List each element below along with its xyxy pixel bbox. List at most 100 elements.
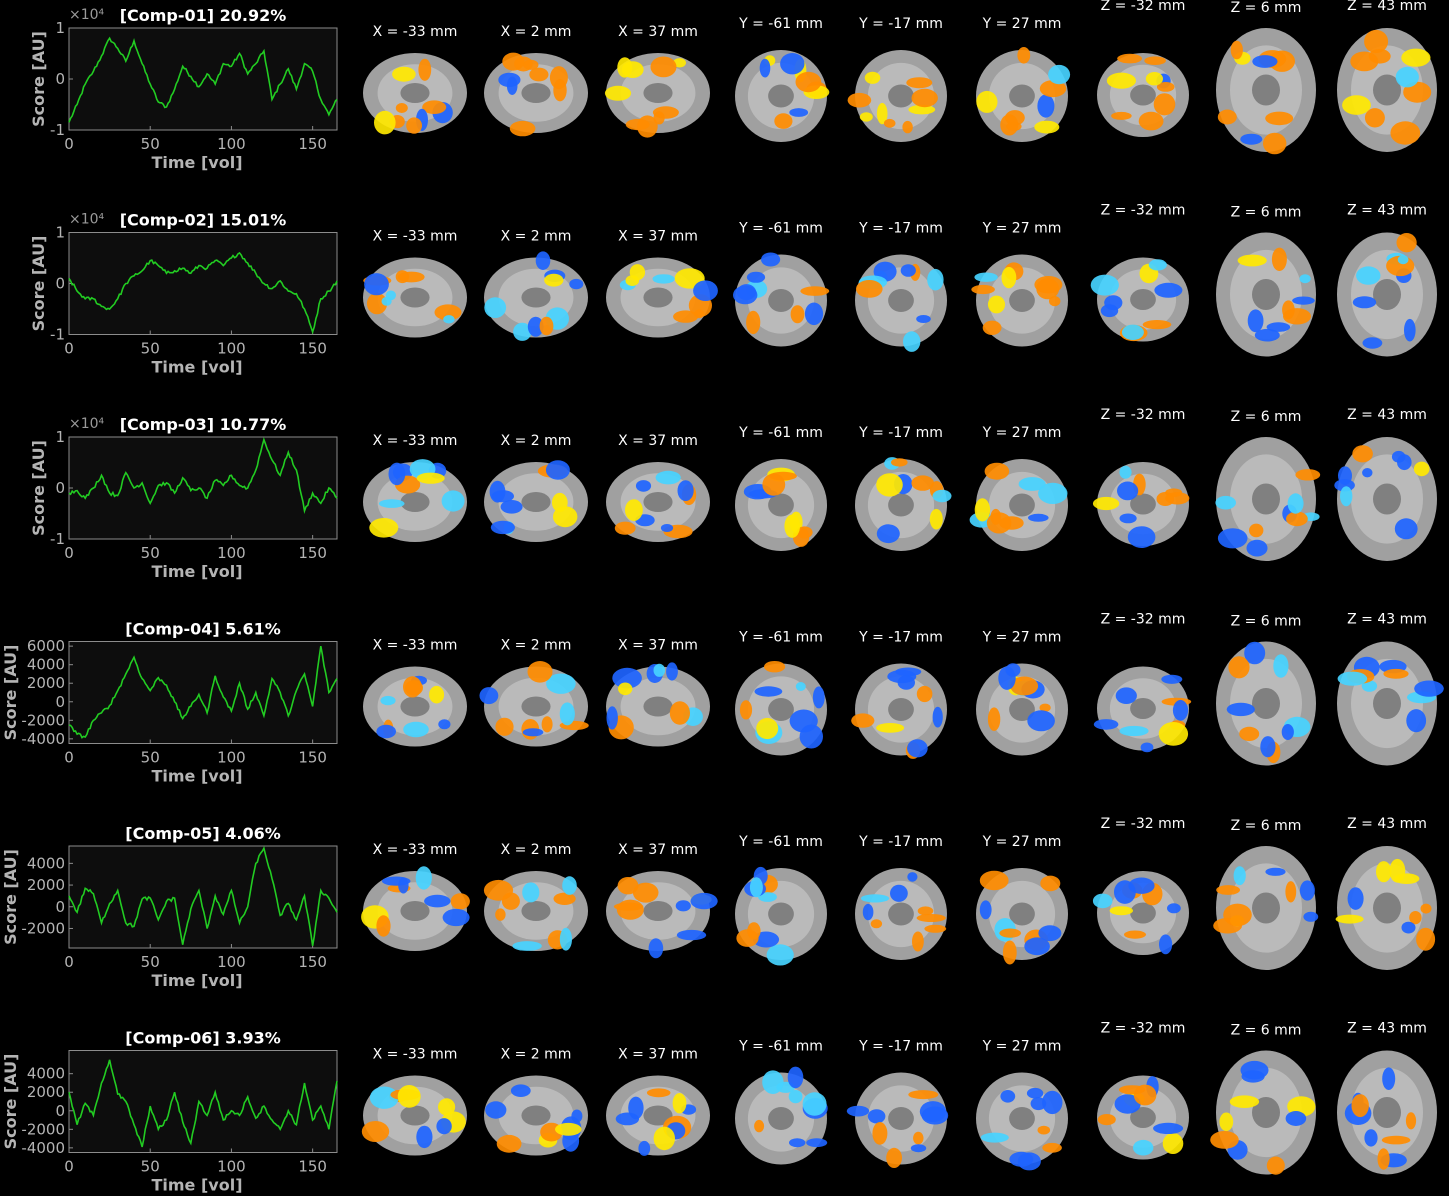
brain-slice — [1092, 871, 1189, 955]
y-tick-label: -2000 — [21, 1120, 65, 1138]
negative-activation — [388, 462, 406, 486]
negative-activation — [1362, 337, 1383, 349]
ventricle — [521, 492, 551, 512]
negative-activation — [1148, 259, 1167, 271]
ventricle — [768, 902, 794, 926]
positive-activation — [502, 52, 525, 71]
ventricle — [643, 696, 673, 717]
slice-label: X = -33 mm — [373, 433, 458, 449]
slice-label: X = 2 mm — [501, 433, 572, 449]
x-tick-label: 0 — [64, 1158, 74, 1176]
negative-activation — [759, 58, 771, 78]
positive-activation — [1413, 461, 1430, 477]
positive-activation — [924, 924, 947, 933]
positive-activation — [1381, 1135, 1411, 1145]
negative-activation — [789, 709, 818, 733]
ventricle — [1130, 84, 1156, 106]
slice-label: Y = 27 mm — [982, 630, 1062, 646]
slice-label: Y = -61 mm — [738, 221, 823, 237]
positive-activation — [908, 104, 936, 115]
ventricle — [768, 1107, 794, 1130]
brain-slice — [1337, 28, 1437, 152]
brain-slice — [484, 251, 588, 341]
y-tick-label: 0 — [55, 70, 65, 88]
negative-activation — [862, 903, 874, 921]
slice-label: Y = 27 mm — [982, 16, 1062, 32]
negative-activation — [1115, 687, 1137, 704]
negative-activation — [1038, 482, 1068, 504]
negative-activation — [693, 280, 718, 302]
ventricle — [521, 1105, 551, 1126]
y-tick-label: 1 — [55, 224, 65, 242]
negative-activation — [895, 667, 922, 677]
brain-slice — [846, 1072, 949, 1168]
positive-activation — [395, 270, 410, 284]
timeseries-line — [68, 36, 338, 123]
negative-activation — [1090, 274, 1119, 296]
positive-activation — [621, 61, 644, 78]
negative-activation — [916, 315, 931, 323]
negative-activation — [980, 1132, 1009, 1143]
positive-activation — [672, 1093, 687, 1114]
ventricle — [888, 493, 914, 517]
positive-activation — [1420, 903, 1432, 914]
ventricle — [1373, 688, 1401, 719]
y-axis-label: Score [AU] — [29, 31, 48, 127]
brain-slice — [1213, 846, 1319, 970]
y-multiplier-label: ×10⁴ — [69, 416, 105, 432]
negative-activation — [506, 76, 518, 96]
brain-slice — [1216, 641, 1316, 766]
negative-activation — [424, 894, 451, 908]
negative-activation — [381, 876, 411, 886]
negative-activation — [927, 268, 944, 291]
x-tick-label: 150 — [298, 340, 327, 358]
y-tick-label: -1 — [50, 326, 65, 344]
positive-activation — [1145, 72, 1163, 86]
negative-activation — [1299, 880, 1315, 901]
positive-activation — [1335, 914, 1364, 924]
negative-activation — [1401, 921, 1416, 934]
positive-activation — [1039, 703, 1051, 712]
negative-activation — [1217, 528, 1248, 549]
negative-activation — [1121, 324, 1144, 340]
x-tick-label: 100 — [217, 135, 246, 153]
slice-label: Y = -17 mm — [858, 221, 943, 237]
brain-slice — [363, 666, 467, 747]
negative-activation — [907, 739, 928, 758]
positive-activation — [1017, 47, 1031, 64]
x-tick-label: 150 — [298, 544, 327, 562]
positive-activation — [1223, 903, 1252, 927]
positive-activation — [650, 56, 677, 78]
brain-slice — [1097, 53, 1189, 137]
ventricle — [1009, 289, 1035, 312]
negative-activation — [535, 251, 551, 270]
positive-activation — [669, 701, 691, 725]
brain-slice — [851, 663, 947, 759]
x-tick-label: 100 — [217, 544, 246, 562]
ventricle — [1373, 74, 1401, 106]
positive-activation — [1010, 676, 1039, 696]
timeseries-line — [68, 645, 338, 739]
negative-activation — [1397, 454, 1412, 471]
negative-activation — [1009, 1151, 1034, 1167]
ventricle — [1373, 483, 1401, 515]
negative-activation — [612, 667, 642, 689]
negative-activation — [867, 1109, 886, 1124]
negative-activation — [403, 721, 429, 738]
positive-activation — [1133, 1084, 1157, 1106]
ventricle — [1009, 493, 1035, 517]
ventricle — [888, 1107, 914, 1130]
ventricle — [1373, 892, 1401, 924]
y-tick-label: 0 — [55, 275, 65, 293]
positive-activation — [1034, 276, 1063, 294]
slice-label: Z = 43 mm — [1347, 1021, 1427, 1037]
positive-activation — [614, 521, 636, 535]
negative-activation — [766, 944, 794, 966]
ventricle — [1130, 1107, 1156, 1128]
positive-activation — [795, 71, 822, 93]
positive-activation — [984, 462, 1010, 480]
positive-activation — [891, 458, 908, 467]
negative-activation — [932, 489, 952, 503]
positive-activation — [746, 310, 761, 335]
